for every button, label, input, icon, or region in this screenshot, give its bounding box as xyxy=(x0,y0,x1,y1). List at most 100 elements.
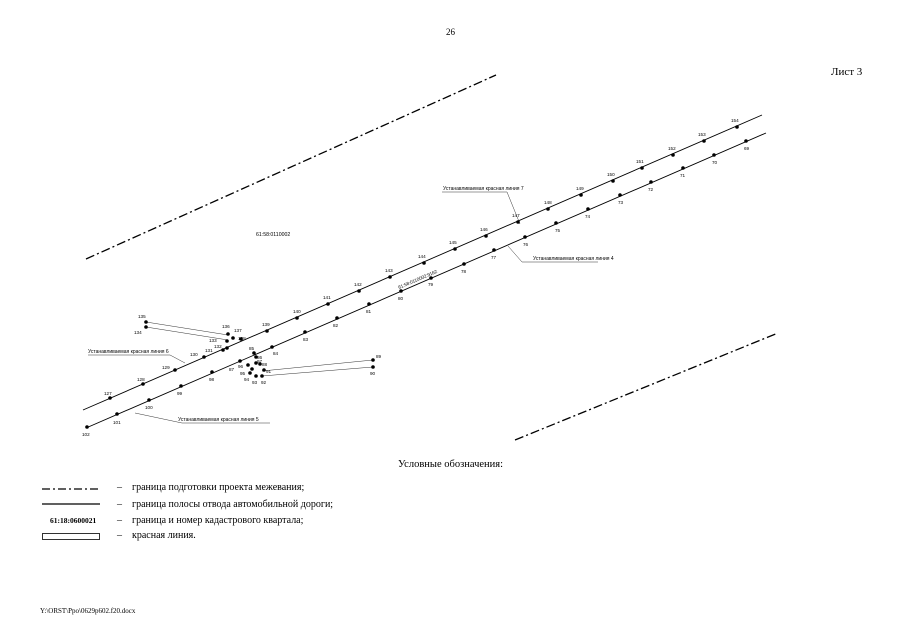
point-100: 100 xyxy=(145,398,153,410)
svg-text:86: 86 xyxy=(257,355,263,360)
point-133: 133 xyxy=(209,338,229,343)
legend-item-project-boundary: – граница подготовки проекта межевания; xyxy=(40,482,460,496)
svg-text:132: 132 xyxy=(214,344,222,349)
svg-text:72: 72 xyxy=(648,187,654,192)
point-145: 145 xyxy=(449,240,457,251)
svg-text:84: 84 xyxy=(273,351,279,356)
svg-text:139: 139 xyxy=(262,322,270,327)
legend-dash: – xyxy=(117,482,122,493)
svg-text:134: 134 xyxy=(134,330,142,335)
svg-text:95: 95 xyxy=(240,371,246,376)
point-153: 153 xyxy=(698,132,706,143)
svg-text:154: 154 xyxy=(731,118,739,123)
point-87: 87 xyxy=(229,359,242,372)
callout-line7: Устанавливаемая красная линия 7 xyxy=(443,186,524,192)
point-132: 132 xyxy=(214,344,229,350)
svg-text:136: 136 xyxy=(222,324,230,329)
point-130: 130 xyxy=(190,352,206,359)
point-86: 86 xyxy=(254,355,263,360)
svg-text:87: 87 xyxy=(229,367,235,372)
point-70: 70 xyxy=(712,153,718,165)
road-boundary-lower xyxy=(85,132,767,429)
point-138: 138 xyxy=(238,336,246,341)
point-80: 80 xyxy=(398,289,404,301)
svg-text:85: 85 xyxy=(249,346,255,351)
callout-leader-line6 xyxy=(88,354,186,364)
callout-leader-line4 xyxy=(507,245,598,263)
svg-text:142: 142 xyxy=(354,282,362,287)
point-75: 75 xyxy=(554,221,561,233)
svg-text:75: 75 xyxy=(555,228,561,233)
svg-text:127: 127 xyxy=(104,391,112,396)
point-73: 73 xyxy=(618,193,624,205)
svg-text:140: 140 xyxy=(293,309,301,314)
svg-text:144: 144 xyxy=(418,254,426,259)
point-154: 154 xyxy=(731,118,739,129)
legend-dash: – xyxy=(117,499,122,510)
svg-text:148: 148 xyxy=(544,200,552,205)
point-88: 88 xyxy=(258,362,268,367)
point-99: 99 xyxy=(177,384,183,396)
svg-text:92: 92 xyxy=(261,380,267,385)
point-85: 85 xyxy=(249,346,256,355)
point-76: 76 xyxy=(523,235,529,247)
file-path: Y:\ORST\Ppo\0629p602.f20.docx xyxy=(40,607,136,615)
point-98: 98 xyxy=(209,370,215,382)
legend-item-red-line: – красная линия. xyxy=(40,530,460,544)
legend-text: граница подготовки проекта межевания; xyxy=(132,482,305,493)
point-77: 77 xyxy=(491,248,497,260)
point-102: 102 xyxy=(82,425,90,437)
svg-text:135: 135 xyxy=(138,314,146,319)
svg-text:98: 98 xyxy=(209,377,215,382)
solid-line-symbol xyxy=(42,503,100,505)
point-142: 142 xyxy=(354,282,362,293)
svg-text:101: 101 xyxy=(113,420,121,425)
point-93: 93 xyxy=(252,374,258,385)
cluster-points: 134 135 85 86 88 89 90 91 92 93 94 95 96… xyxy=(134,314,382,385)
svg-text:74: 74 xyxy=(585,214,591,219)
point-144: 144 xyxy=(418,254,426,265)
svg-text:137: 137 xyxy=(234,328,242,333)
svg-text:131: 131 xyxy=(205,348,213,353)
point-150: 150 xyxy=(607,172,615,183)
point-146: 146 xyxy=(480,227,488,238)
project-boundary-lower xyxy=(514,332,779,441)
red-line-offshoot-left xyxy=(145,321,229,341)
callout-line4: Устанавливаемая красная линия 4 xyxy=(533,256,614,262)
legend-dash: – xyxy=(117,530,122,541)
lower-points: 102 101 100 99 98 87 84 83 82 81 80 79 7… xyxy=(82,139,750,437)
callout-line5: Устанавливаемая красная линия 5 xyxy=(178,417,259,423)
point-92: 92 xyxy=(260,374,267,385)
svg-text:79: 79 xyxy=(428,282,434,287)
legend-item-road-boundary: – граница полосы отвода автомобильной до… xyxy=(40,499,460,513)
svg-text:96: 96 xyxy=(238,364,244,369)
svg-text:130: 130 xyxy=(190,352,198,357)
point-152: 152 xyxy=(668,146,676,157)
svg-text:88: 88 xyxy=(262,362,268,367)
point-82: 82 xyxy=(333,316,339,328)
svg-text:152: 152 xyxy=(668,146,676,151)
svg-text:149: 149 xyxy=(576,186,584,191)
svg-text:83: 83 xyxy=(303,337,309,342)
legend-text: граница полосы отвода автомобильной доро… xyxy=(132,499,334,510)
svg-text:73: 73 xyxy=(618,200,624,205)
point-136: 136 xyxy=(222,324,230,336)
svg-text:102: 102 xyxy=(82,432,90,437)
legend-text: граница и номер кадастрового квартала; xyxy=(132,515,304,526)
svg-text:99: 99 xyxy=(177,391,183,396)
svg-text:100: 100 xyxy=(145,405,153,410)
svg-text:151: 151 xyxy=(636,159,644,164)
svg-text:141: 141 xyxy=(323,295,331,300)
legend-title: Условные обозначения: xyxy=(398,459,504,470)
point-97: 97 xyxy=(254,359,263,365)
callout-leader-line5 xyxy=(134,412,270,424)
page-number: 26 xyxy=(446,27,455,37)
boundary-diagram: 61:58:0110002 61:58:0110002:9162 Устанав… xyxy=(82,74,779,441)
cadastral-code-sample: 61:18:0600021 xyxy=(50,516,97,525)
svg-text:71: 71 xyxy=(680,173,686,178)
svg-text:128: 128 xyxy=(137,377,145,382)
point-78: 78 xyxy=(461,262,467,274)
point-91: 90 xyxy=(370,365,376,376)
svg-text:89: 89 xyxy=(376,354,382,359)
svg-text:78: 78 xyxy=(461,269,467,274)
